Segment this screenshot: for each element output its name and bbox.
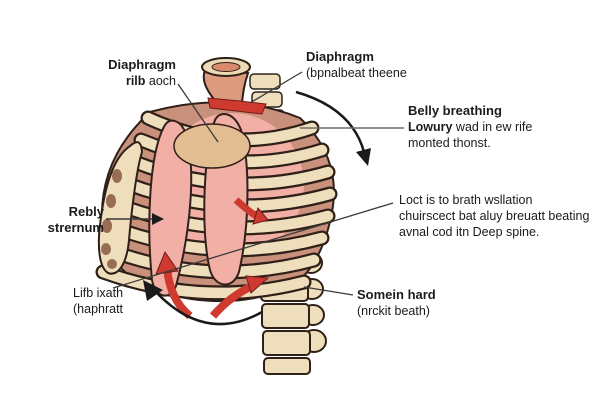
sternum-leader-arrowhead (152, 213, 164, 225)
leader-locus (112, 202, 394, 289)
red-arrow-left (155, 250, 193, 320)
label-locus-paragraph: Loct is to brath wsllation chuirscect ba… (399, 192, 589, 240)
label-line: monted thonst. (408, 136, 491, 150)
label-title: Somein hard (357, 287, 436, 302)
label-bottom-left: Lifb ixath (haphratt (73, 285, 123, 317)
label-title: Belly breathing (408, 103, 502, 118)
label-line: Loct is to brath wsllation (399, 193, 533, 207)
leader-top-center (249, 71, 303, 104)
label-spine: Somein hard (nrckit beath) (357, 287, 436, 319)
leader-spine (303, 286, 354, 296)
label-title: Diaphragm (306, 49, 374, 64)
label-line: Lifb ixath (73, 286, 124, 300)
leader-top-left (177, 83, 219, 143)
label-belly-breathing: Belly breathing Lowury wad in ew rife mo… (408, 103, 532, 151)
black-arrow-bottom (143, 280, 263, 326)
label-diaphragm-left: Diaphragm rilb aoch (108, 57, 176, 89)
label-diaphragm-center: Diaphragm (bpnalbeat theene (306, 49, 407, 81)
label-line: avnal cod itn Deep spine. (399, 225, 540, 239)
label-line: rilb aoch (125, 74, 176, 88)
black-arrow-right (295, 90, 371, 166)
label-title: Diaphragm (108, 57, 176, 72)
red-arrow-right (209, 275, 270, 319)
label-sternum: Rebly strernum (48, 204, 104, 236)
leader-lines (106, 71, 404, 296)
label-line: strernum (47, 220, 104, 235)
label-line: Rebly (68, 204, 104, 219)
label-line: chuirscect bat aluy breuatt beating (399, 209, 590, 223)
label-line: (haphratt (73, 302, 124, 316)
scalene-muscle-red (207, 97, 267, 115)
label-line: Lowury wad in ew rife (408, 120, 533, 134)
diaphragm-muscles (148, 113, 251, 297)
label-line: (bpnalbeat theene (306, 66, 407, 80)
sternum-bone (97, 141, 144, 275)
red-arrow-inside-cage (233, 197, 269, 225)
label-line: (nrckit beath) (357, 304, 430, 318)
